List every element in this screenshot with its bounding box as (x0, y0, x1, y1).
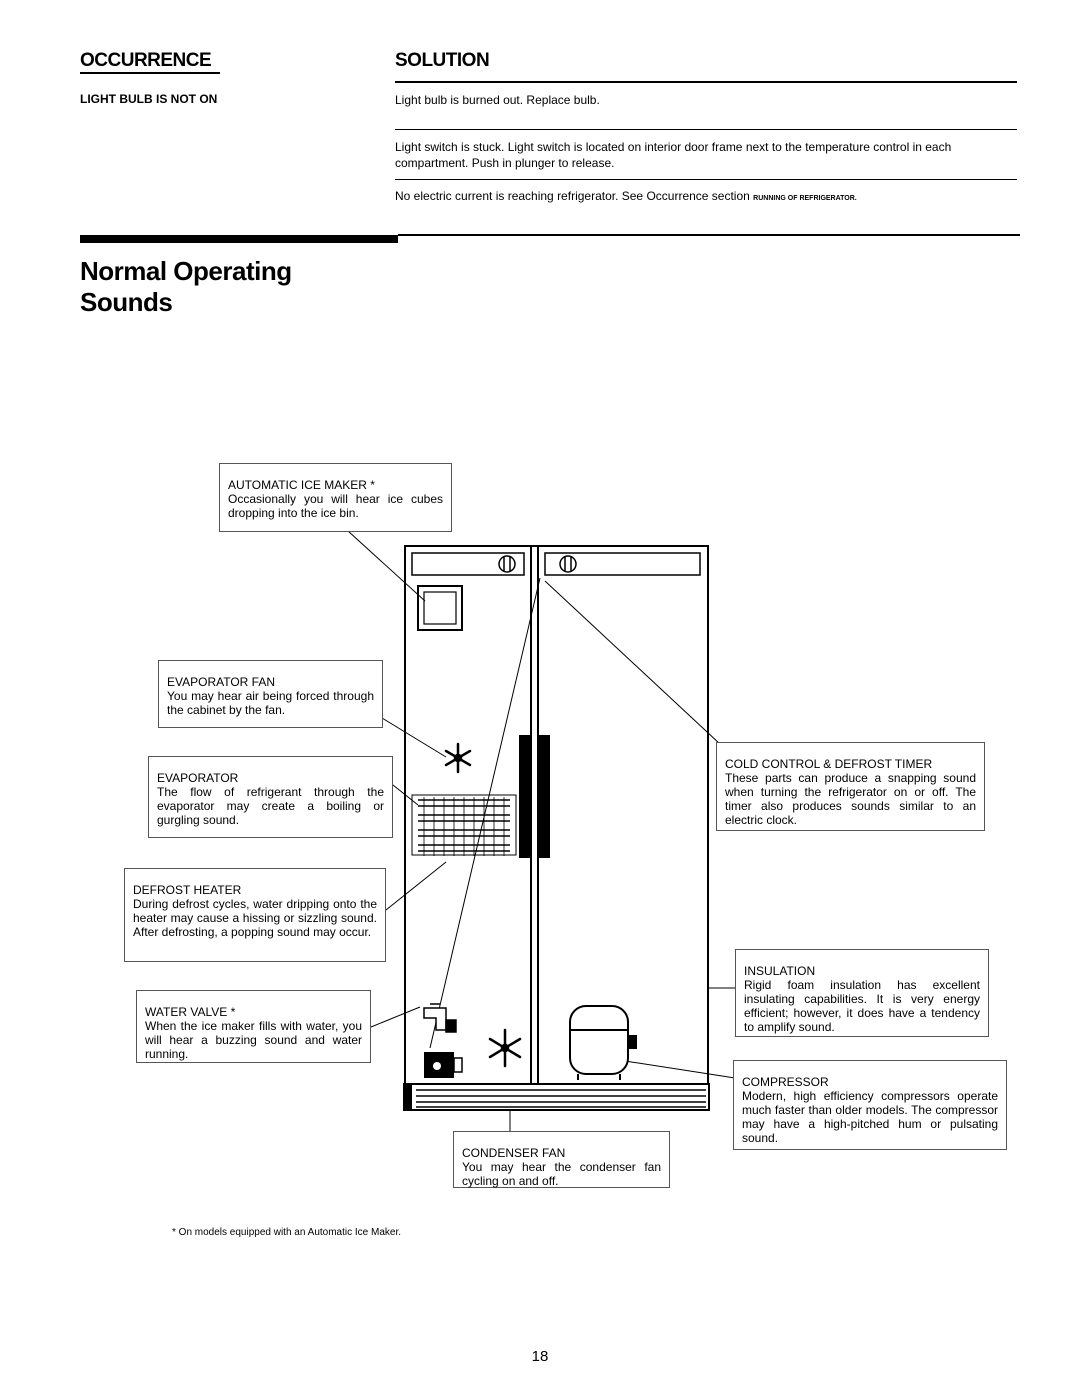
section-bar-thick (80, 235, 398, 243)
footnote: * On models equipped with an Automatic I… (172, 1227, 402, 1238)
condenser-fan-icon (488, 1028, 522, 1068)
callout-title: EVAPORATOR (157, 771, 239, 785)
header-underline-right (395, 81, 1017, 83)
callout-insulation: INSULATION Rigid foam insulation has exc… (735, 949, 989, 1037)
callout-title: EVAPORATOR FAN (167, 675, 276, 689)
occurrence-light-bulb: LIGHT BULB IS NOT ON (80, 92, 218, 106)
callout-condenser-fan: CONDENSER FAN You may hear the condenser… (453, 1131, 670, 1188)
solution-3-reference: RUNNING OF REFRIGERATOR. (753, 195, 857, 202)
callout-body: During defrost cycles, water dripping on… (133, 897, 377, 939)
callout-compressor: COMPRESSOR Modern, high efficiency compr… (733, 1060, 1007, 1150)
solenoid-icon (424, 1052, 463, 1078)
leader-water-valve (370, 1006, 421, 1028)
callout-evaporator-fan: EVAPORATOR FAN You may hear air being fo… (158, 660, 383, 728)
callout-body: Rigid foam insulation has excellent insu… (744, 978, 980, 1034)
freezer-control-panel (411, 552, 525, 576)
water-valve-icon (423, 1003, 457, 1033)
leader-ice-maker (347, 530, 426, 602)
evaporator-coils-icon (411, 794, 517, 856)
solution-3-text: No electric current is reaching refriger… (395, 189, 750, 203)
leader-compressor (624, 1060, 736, 1079)
freezer-control-knob (498, 555, 516, 573)
fresh-food-control-knob (559, 555, 577, 573)
section-title-line-1: Normal Operating (80, 256, 292, 286)
callout-title: DEFROST HEATER (133, 883, 242, 897)
callout-cold-control-defrost-timer: COLD CONTROL & DEFROST TIMER These parts… (716, 742, 985, 831)
callout-body: You may hear the condenser fan cycling o… (462, 1160, 661, 1188)
freezer-door-handle (519, 735, 530, 858)
section-title: Normal Operating Sounds (80, 256, 292, 318)
callout-body: Modern, high efficiency compressors oper… (742, 1089, 998, 1145)
ice-maker-box (417, 585, 463, 631)
solution-1: Light bulb is burned out. Replace bulb. (395, 93, 600, 107)
callout-title: WATER VALVE * (145, 1005, 236, 1019)
callout-title: COMPRESSOR (742, 1075, 829, 1089)
leader-evap-fan (381, 717, 447, 758)
callout-title: CONDENSER FAN (462, 1146, 566, 1160)
callout-evaporator: EVAPORATOR The flow of refrigerant throu… (148, 756, 393, 838)
callout-title: AUTOMATIC ICE MAKER * (228, 478, 375, 492)
refrigerator-cabinet (404, 545, 709, 1087)
callout-water-valve: WATER VALVE * When the ice maker fills w… (136, 990, 371, 1063)
callout-body: These parts can produce a snapping sound… (725, 771, 976, 827)
solution-2: Light switch is stuck. Light switch is l… (395, 140, 952, 170)
base-grille-icon (403, 1083, 710, 1111)
ice-maker-inner (423, 591, 457, 625)
callout-body: Occasionally you will hear ice cubes dro… (228, 492, 443, 520)
solution-divider-2 (395, 179, 1017, 180)
solution-3: No electric current is reaching refriger… (395, 188, 1020, 207)
occurrence-header: OCCURRENCE (80, 50, 212, 71)
fresh-food-door-handle (539, 735, 550, 858)
callout-title: INSULATION (744, 964, 816, 978)
callout-automatic-ice-maker: AUTOMATIC ICE MAKER * Occasionally you w… (219, 463, 452, 532)
fresh-food-control-panel (544, 552, 701, 576)
section-title-line-2: Sounds (80, 287, 173, 317)
callout-defrost-heater: DEFROST HEATER During defrost cycles, wa… (124, 868, 386, 962)
leader-defrost-heater (385, 861, 447, 911)
callout-title: COLD CONTROL & DEFROST TIMER (725, 757, 933, 771)
compressor-icon (569, 1005, 637, 1080)
callout-body: When the ice maker fills with water, you… (145, 1019, 362, 1061)
header-underline-left (80, 72, 220, 74)
section-bar-thin (398, 234, 1020, 236)
solution-header: SOLUTION (395, 50, 490, 71)
leader-control-diagonal (429, 577, 541, 1049)
page-number: 18 (531, 1348, 549, 1365)
leader-cold-control (544, 580, 736, 759)
callout-body: You may hear air being forced through th… (167, 689, 374, 717)
callout-body: The flow of refrigerant through the evap… (157, 785, 384, 827)
evaporator-fan-icon (444, 742, 472, 774)
solution-divider-1 (395, 129, 1017, 130)
